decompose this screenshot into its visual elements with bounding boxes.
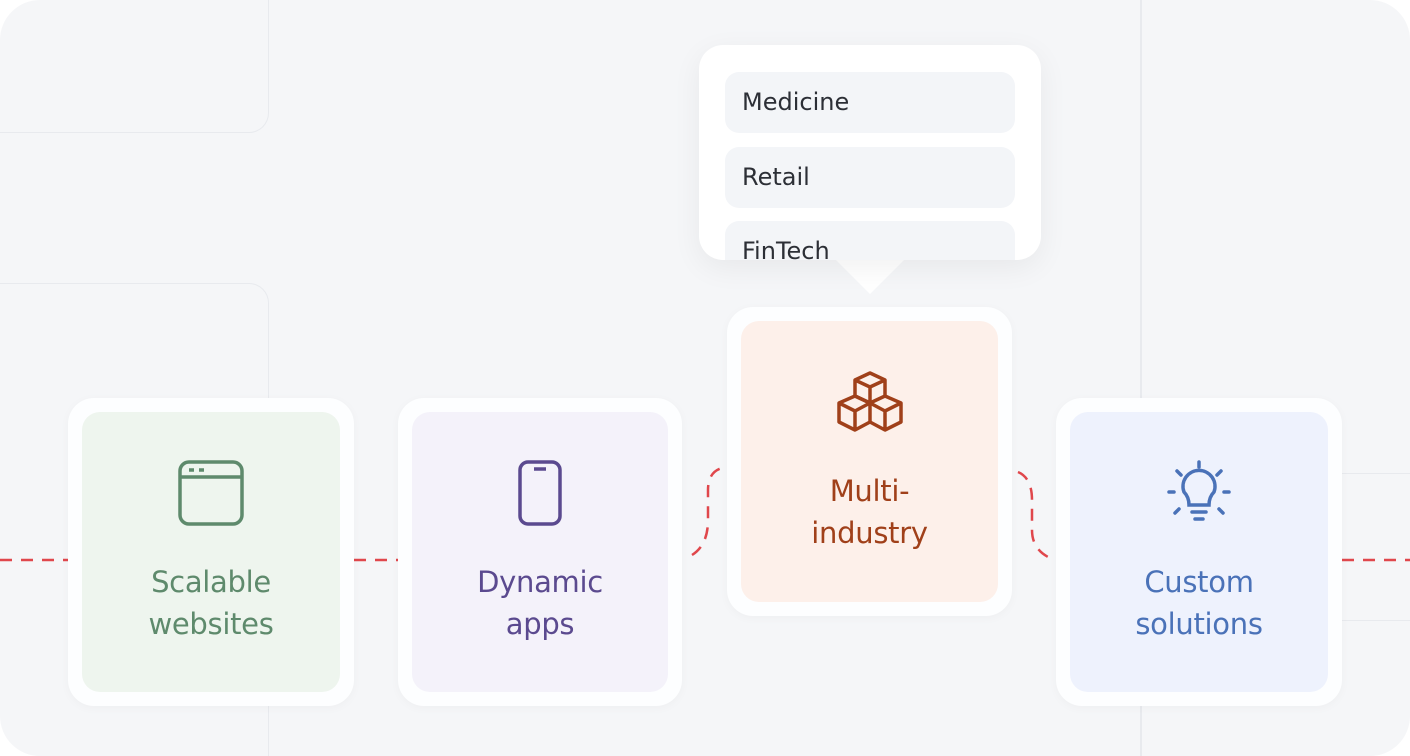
browser-window-icon (178, 460, 244, 526)
industry-item-retail[interactable]: Retail (725, 147, 1015, 208)
card-custom-solutions[interactable]: Custom solutions (1056, 398, 1342, 706)
smartphone-icon (518, 460, 562, 526)
industry-popup: Medicine Retail FinTech (699, 45, 1041, 260)
card-scalable-websites[interactable]: Scalable websites (68, 398, 354, 706)
popup-pointer (835, 259, 905, 294)
industry-item-medicine[interactable]: Medicine (725, 72, 1015, 133)
card-label: Multi- industry (811, 473, 928, 550)
grid-panel (0, 0, 269, 133)
card-multi-industry[interactable]: Multi- industry (727, 307, 1012, 616)
card-label: Dynamic apps (477, 565, 603, 641)
cubes-icon (836, 370, 903, 432)
card-label: Scalable websites (148, 565, 274, 641)
lightbulb-icon (1167, 460, 1231, 521)
card-label: Custom solutions (1135, 565, 1263, 641)
card-dynamic-apps[interactable]: Dynamic apps (398, 398, 682, 706)
industry-item-fintech[interactable]: FinTech (725, 221, 1015, 260)
